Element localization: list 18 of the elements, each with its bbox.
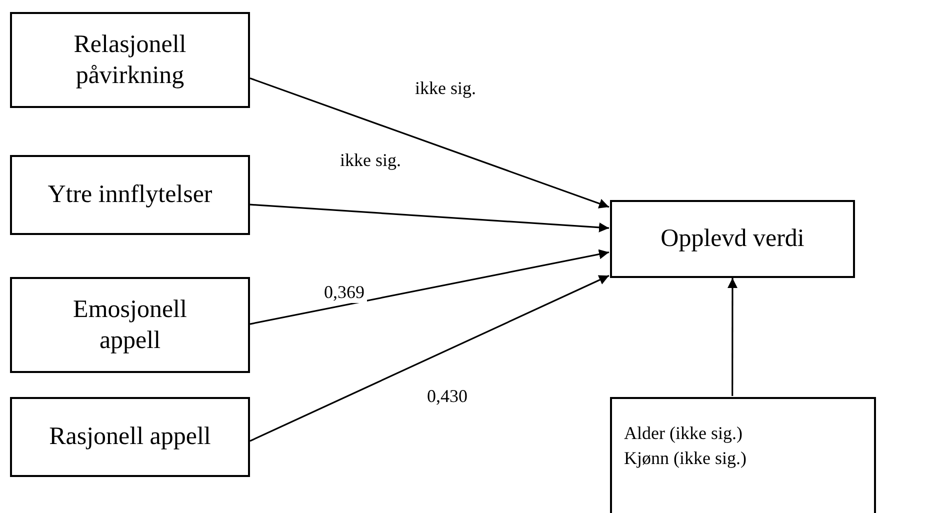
arrow <box>250 249 610 325</box>
arrow <box>250 274 610 442</box>
text-box <box>610 200 855 278</box>
box-text: Kjønn (ikke sig.) <box>624 447 746 470</box>
box-text: Rasjonell appell <box>49 422 211 452</box>
arrow <box>728 278 738 396</box>
box-text: Ytre innflytelser <box>48 180 212 210</box>
text-box <box>10 12 250 108</box>
box-text: Relasjonell påvirkning <box>72 30 188 91</box>
box-text: Emosjonell appell <box>72 294 188 356</box>
text-box <box>10 397 250 477</box>
text-box <box>10 277 250 373</box>
text-box <box>610 397 876 513</box>
box-text: Alder (ikke sig.) <box>624 422 742 445</box>
text-box <box>10 155 250 235</box>
arrow <box>250 204 610 232</box>
arrow <box>250 77 610 208</box>
box-text: Opplevd verdi <box>660 224 804 254</box>
